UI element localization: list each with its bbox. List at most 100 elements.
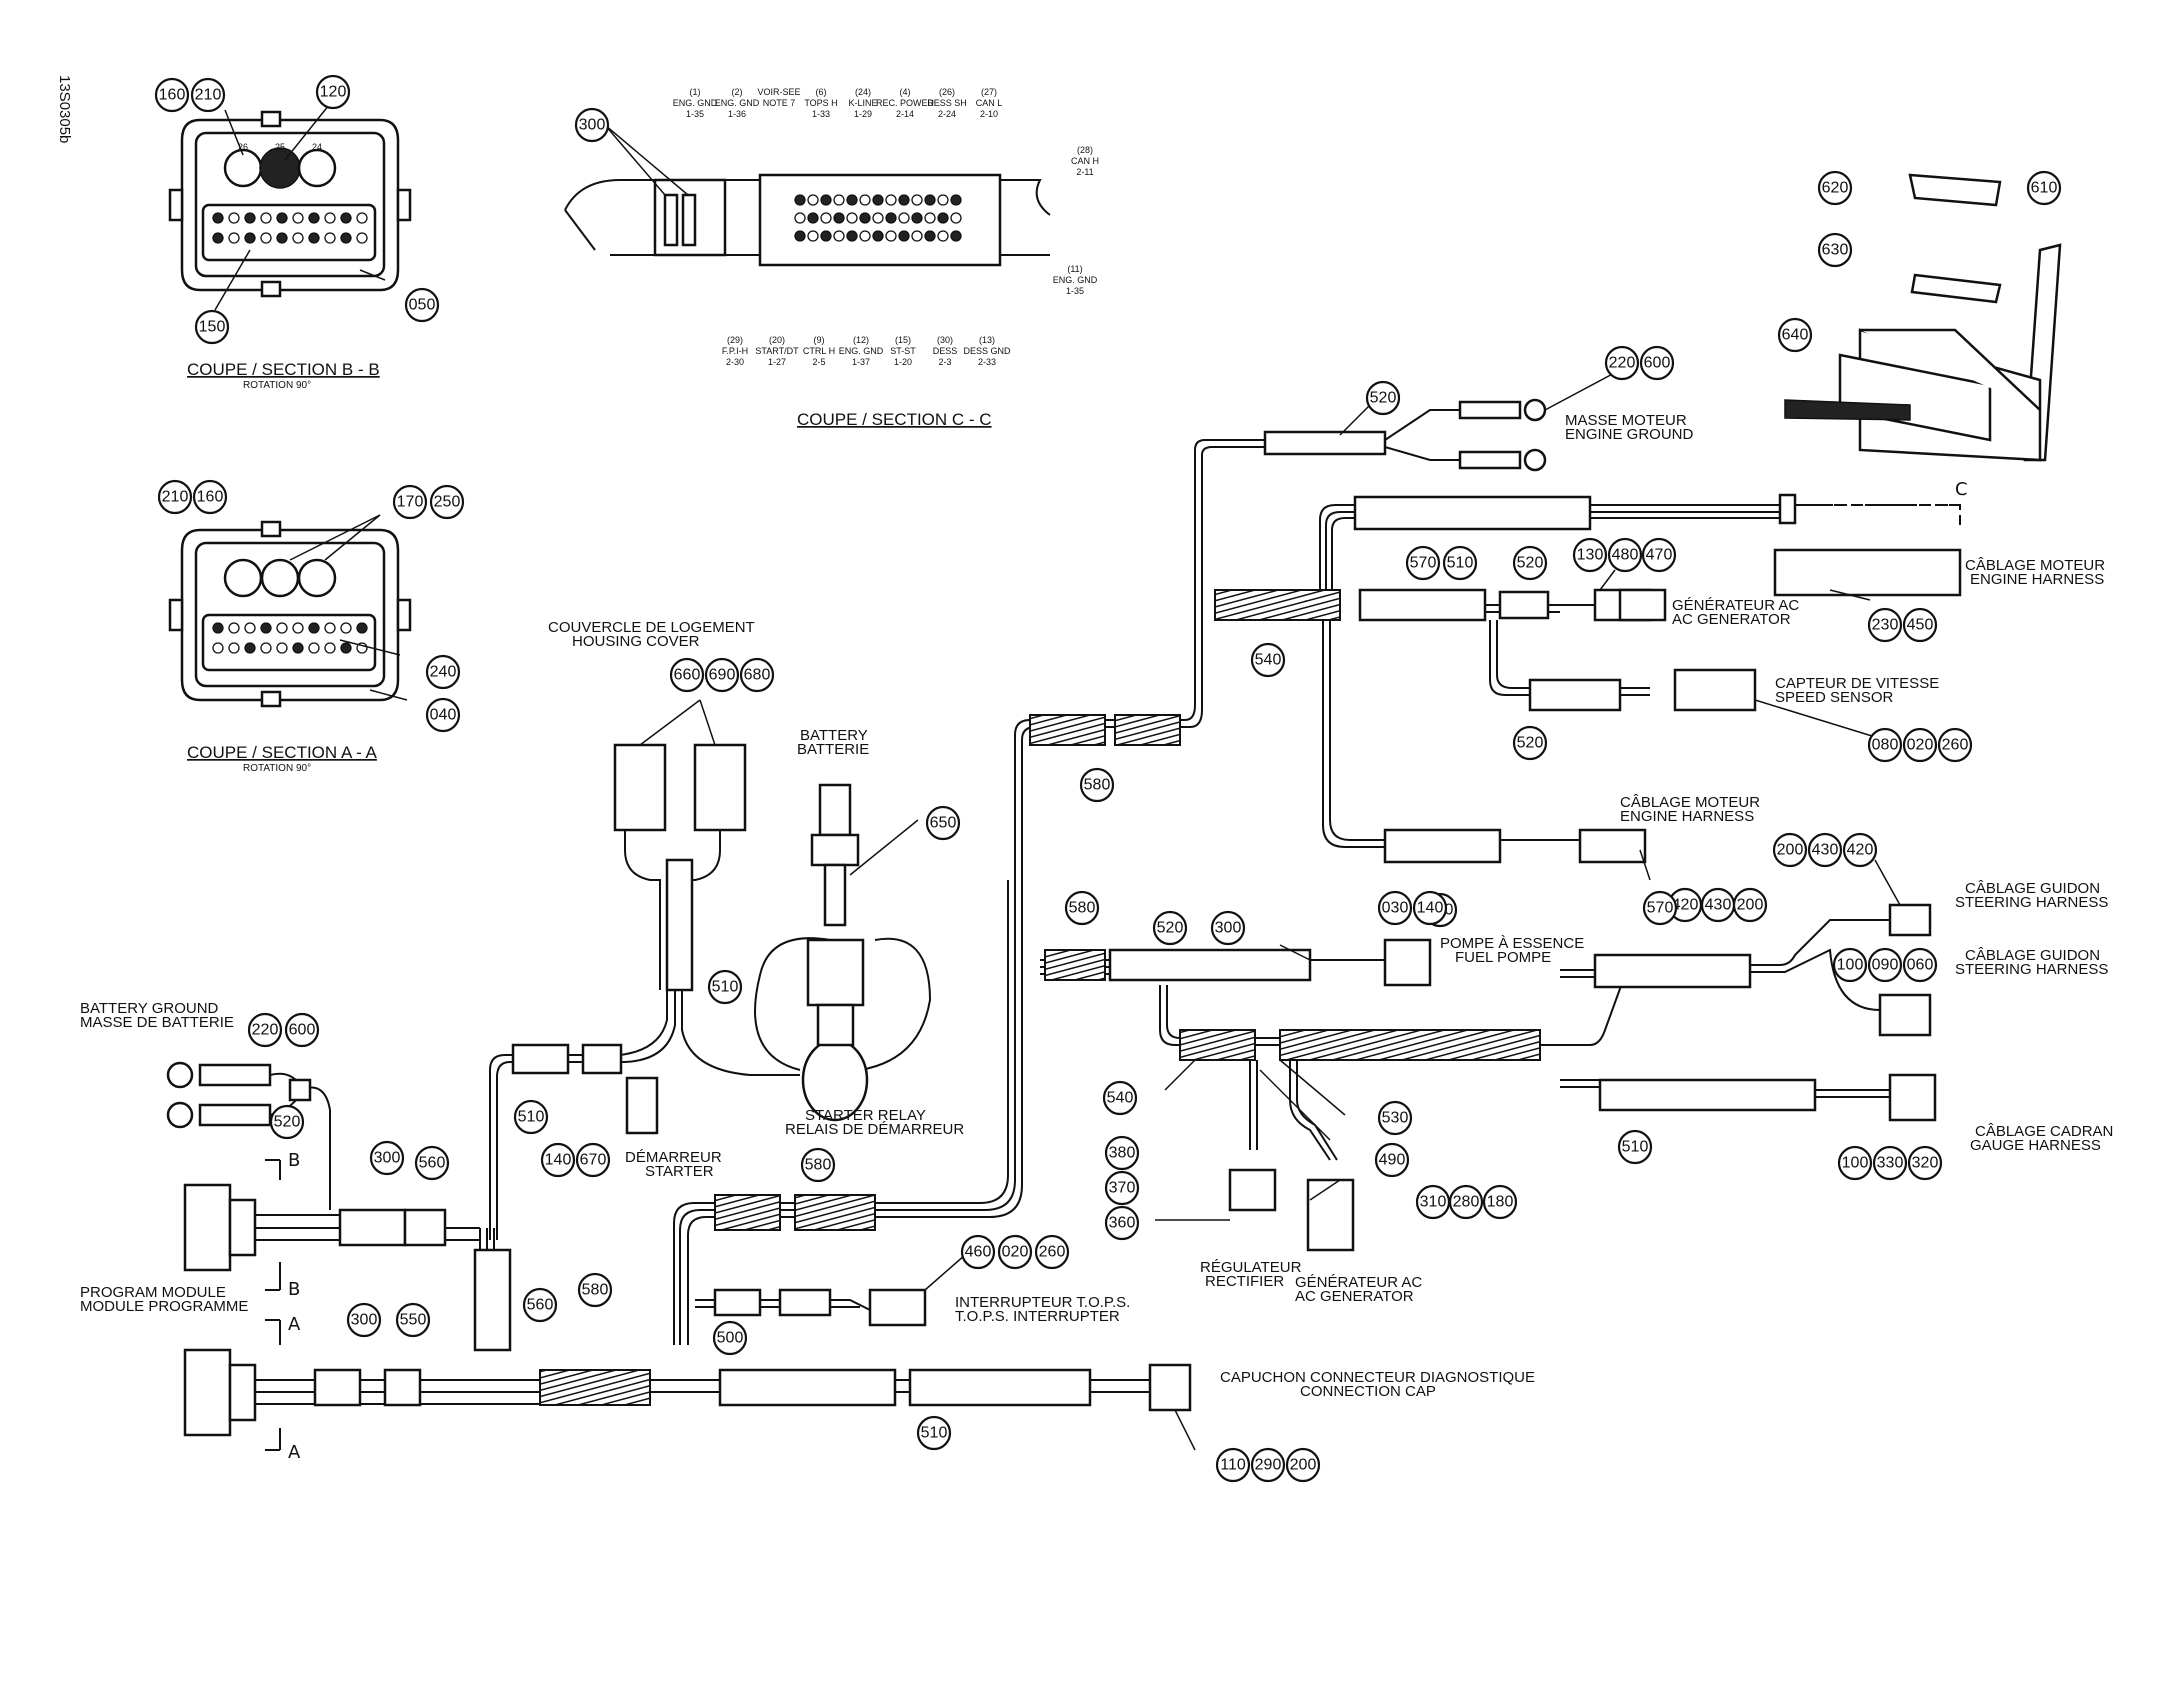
callout-580: 580 <box>800 1147 836 1183</box>
cc-pin-label: 1-35 <box>1066 286 1084 296</box>
cc-pin-label: (30) <box>937 335 953 345</box>
svg-text:290: 290 <box>1255 1457 1282 1474</box>
callout-670: 670 <box>575 1142 611 1178</box>
callout-260: 260 <box>1937 727 1973 763</box>
callout-300: 300 <box>369 1140 405 1176</box>
callout-230: 230 <box>1867 607 1903 643</box>
svg-text:470: 470 <box>1646 547 1673 564</box>
callout-490: 490 <box>1374 1142 1410 1178</box>
svg-text:310: 310 <box>1420 1194 1447 1211</box>
label-masse-batterie: MASSE DE BATTERIE <box>80 1014 234 1031</box>
cc-pin-label: F.P.I-H <box>722 346 748 356</box>
callout-280: 280 <box>1448 1184 1484 1220</box>
section-cc-title: COUPE / SECTION C - C <box>797 410 992 429</box>
callout-610: 610 <box>2026 170 2062 206</box>
callout-320: 320 <box>1907 1145 1943 1181</box>
label-engine-harness-1: ENGINE HARNESS <box>1970 571 2104 588</box>
callout-540: 540 <box>1102 1080 1138 1116</box>
callout-160: 160 <box>154 77 190 113</box>
svg-text:220: 220 <box>252 1022 279 1039</box>
callout-290: 290 <box>1250 1447 1286 1483</box>
svg-text:240: 240 <box>430 664 457 681</box>
callout-360: 360 <box>1104 1205 1140 1241</box>
svg-text:300: 300 <box>1215 920 1242 937</box>
harness-wires <box>166 398 1962 1437</box>
cc-pin-label: START/DT <box>755 346 799 356</box>
cc-pin-label: 2-24 <box>938 109 956 119</box>
section-markers: B B A A C <box>265 479 1968 1463</box>
callout-140: 140 <box>540 1142 576 1178</box>
svg-text:080: 080 <box>1872 737 1899 754</box>
callout-150: 150 <box>194 309 230 345</box>
pin-26-label: 26 <box>238 142 248 152</box>
svg-text:540: 540 <box>1107 1090 1134 1107</box>
callout-570: 570 <box>1642 890 1678 926</box>
callout-460: 460 <box>960 1234 996 1270</box>
callout-300: 300 <box>346 1302 382 1338</box>
callout-140: 140 <box>1412 890 1448 926</box>
cc-pin-label: (29) <box>727 335 743 345</box>
callout-160: 160 <box>192 479 228 515</box>
label-tops-interrupter: T.O.P.S. INTERRUPTER <box>955 1308 1120 1325</box>
callout-580: 580 <box>577 1272 613 1308</box>
cc-pin-label: 2-11 <box>1076 167 1093 177</box>
svg-text:520: 520 <box>1157 920 1184 937</box>
cc-pin-label: ENG. GND <box>715 98 760 108</box>
callout-510: 510 <box>916 1415 952 1451</box>
label-pompe-essence: POMPE À ESSENCE <box>1440 935 1584 952</box>
callout-420: 420 <box>1842 832 1878 868</box>
label-engine-harness-2: ENGINE HARNESS <box>1620 808 1754 825</box>
section-bb-title: COUPE / SECTION B - B <box>187 360 380 379</box>
label-ac-generator-2: AC GENERATOR <box>1295 1288 1414 1305</box>
callout-430: 430 <box>1700 887 1736 923</box>
callout-300: 300 <box>1210 910 1246 946</box>
cc-pin-label: 1-27 <box>768 357 786 367</box>
svg-text:510: 510 <box>1622 1139 1649 1156</box>
callout-650: 650 <box>925 805 961 841</box>
callout-570: 570 <box>1405 545 1441 581</box>
callout-660: 660 <box>669 657 705 693</box>
svg-text:520: 520 <box>1517 735 1544 752</box>
section-cc-connector <box>564 173 1051 267</box>
svg-text:660: 660 <box>674 667 701 684</box>
svg-text:200: 200 <box>1777 842 1804 859</box>
svg-text:150: 150 <box>199 319 226 336</box>
svg-text:580: 580 <box>582 1282 609 1299</box>
label-demarreur: DÉMARREUR <box>625 1149 722 1166</box>
cc-pin-label: CAN H <box>1071 156 1099 166</box>
section-b-bottom: B <box>288 1279 300 1300</box>
label-generateur-ac-2: GÉNÉRATEUR AC <box>1295 1274 1422 1291</box>
callout-520: 520 <box>269 1104 305 1140</box>
cc-pin-label: 1-37 <box>852 357 870 367</box>
svg-text:580: 580 <box>1084 777 1111 794</box>
callout-300: 300 <box>574 107 610 143</box>
label-interrupteur-tops: INTERRUPTEUR T.O.P.S. <box>955 1294 1130 1311</box>
cc-pin-label: 2-10 <box>980 109 998 119</box>
pin-24-label: 24 <box>312 142 322 152</box>
svg-text:420: 420 <box>1847 842 1874 859</box>
cc-pin-label: (15) <box>895 335 911 345</box>
callout-200: 200 <box>1772 832 1808 868</box>
callout-560: 560 <box>522 1287 558 1323</box>
label-capteur-vitesse: CAPTEUR DE VITESSE <box>1775 675 1939 692</box>
label-ac-generator-1: AC GENERATOR <box>1672 611 1791 628</box>
svg-text:300: 300 <box>579 117 606 134</box>
callout-520: 520 <box>1365 380 1401 416</box>
cc-pin-label: DESS SH <box>927 98 967 108</box>
svg-text:420: 420 <box>1672 897 1699 914</box>
callout-210: 210 <box>190 77 226 113</box>
cc-pin-label: ST-ST <box>890 346 916 356</box>
cc-pin-label: ENG. GND <box>839 346 884 356</box>
label-cablage-moteur-2: CÂBLAGE MOTEUR <box>1620 794 1760 811</box>
cc-pin-label: (27) <box>981 87 997 97</box>
callout-520: 520 <box>1152 910 1188 946</box>
svg-text:110: 110 <box>1220 1457 1246 1474</box>
svg-text:690: 690 <box>709 667 736 684</box>
svg-text:300: 300 <box>374 1150 401 1167</box>
svg-text:650: 650 <box>930 815 957 832</box>
svg-text:430: 430 <box>1705 897 1732 914</box>
callout-040: 040 <box>425 697 461 733</box>
svg-text:030: 030 <box>1382 900 1409 917</box>
svg-text:040: 040 <box>430 707 457 724</box>
